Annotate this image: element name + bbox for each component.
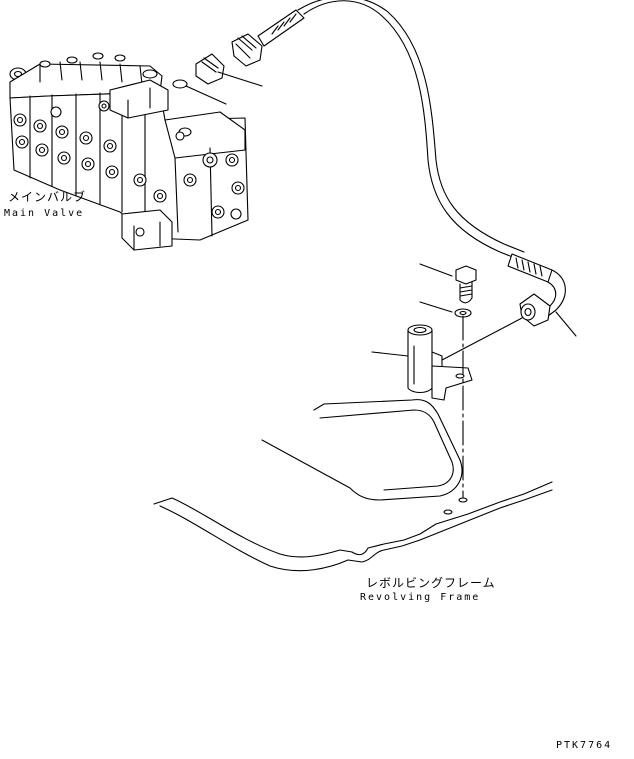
main-valve-drawing	[9, 52, 249, 251]
revolving-frame-drawing	[153, 399, 553, 572]
hose-drawing	[231, 0, 577, 337]
elbow-fitting-drawing	[172, 53, 263, 105]
revolving-frame-label-jp: レボルビングフレーム	[366, 576, 496, 590]
revolving-frame-label-en: Revolving Frame	[360, 592, 481, 603]
main-valve-label-en: Main Valve	[4, 208, 85, 219]
drawing-code: PTK7764	[556, 740, 613, 751]
sensor-bracket-drawing	[371, 263, 523, 515]
main-valve-label-jp: メインバルブ	[8, 190, 87, 204]
